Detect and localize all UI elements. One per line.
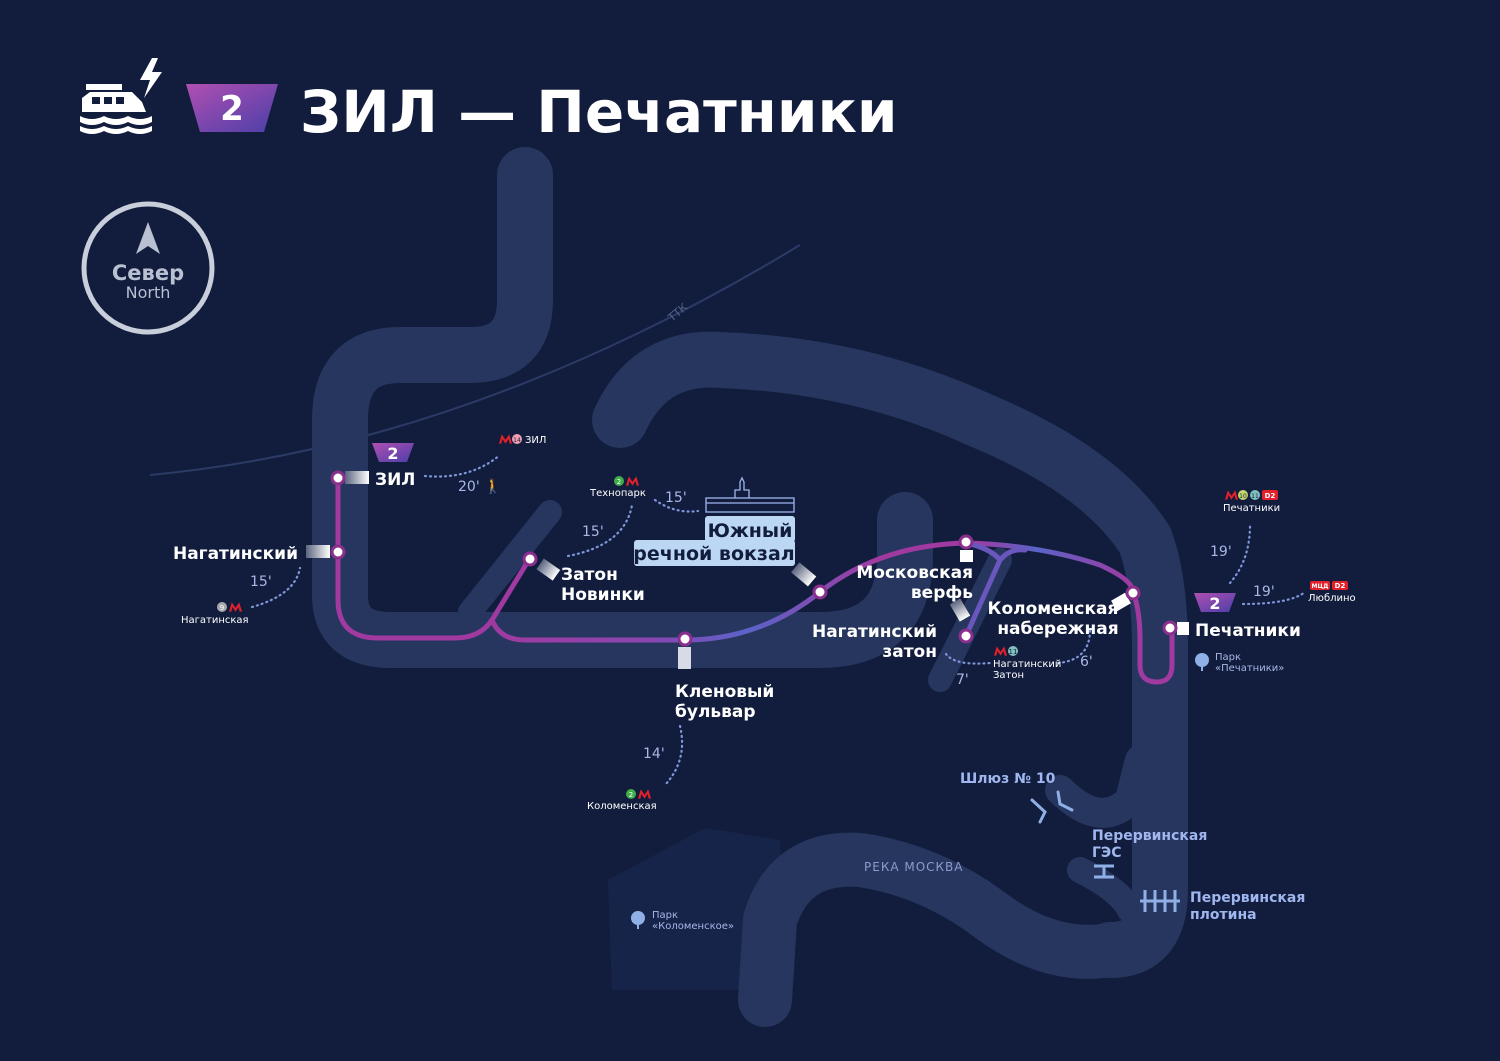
river-label: РЕКА МОСКВА: [864, 860, 964, 874]
mcd-d2-badge-lyublino: D2: [1335, 582, 1346, 590]
station-label-yuzhny-box: Южный речной вокзал: [633, 516, 795, 566]
route-badge-pechatniki: [1194, 593, 1236, 612]
walk-icon: 🚶: [484, 478, 501, 495]
park-kolomenskoe-label-1: Парк: [652, 910, 678, 921]
lock-icon: [1030, 790, 1074, 824]
walk-time-pechatniki-b: 19': [1253, 584, 1275, 600]
walk-paths: [250, 453, 1307, 787]
station-label-nagatinsky: Нагатинский: [173, 544, 298, 564]
station-marker-moskovskaya[interactable]: [958, 534, 974, 550]
transfer-lyublino-name: Люблино: [1308, 593, 1356, 604]
transfer-tekhnopark: 2 Технопарк 15' 15': [582, 476, 687, 540]
station-label-klenovy-1: Кленовый: [675, 682, 774, 702]
metro-line-14: 14: [513, 437, 521, 444]
station-marker-nagatinsky-zaton[interactable]: [958, 628, 974, 644]
station-label-yuzhny-1: Южный: [708, 520, 793, 542]
walk-time-klenovy: 14': [643, 746, 665, 762]
transfer-kolomenskaya: 2 Коломенская 14': [587, 746, 665, 812]
transfer-zil-name: ЗИЛ: [525, 435, 546, 446]
walk-time-nagatinsky-zaton: 7': [956, 672, 969, 688]
station-label-yuzhny-2: речной вокзал: [633, 543, 794, 565]
station-label-nagatinsky-zaton-2: затон: [882, 642, 937, 662]
transfer-zil: 14 ЗИЛ 20' 🚶: [458, 434, 546, 495]
metro-line-11-pechatniki: 11: [1251, 493, 1259, 500]
ttk-label: ТТК: [665, 301, 691, 325]
transfer-nagatinsky-zaton: 11 Нагатинский Затон 7' 6': [956, 646, 1093, 688]
station-label-zil: ЗИЛ: [375, 470, 415, 490]
walk-time-zil: 20': [458, 479, 480, 495]
station-label-nagatinsky-zaton-1: Нагатинский: [812, 622, 937, 642]
north-arrow-icon: [136, 222, 160, 254]
dam-label-1: Перервинская: [1190, 890, 1305, 906]
route-badge-zil-number: 2: [387, 444, 398, 463]
transfer-nagatinsky-zaton-name-2: Затон: [993, 670, 1024, 681]
metro-line-2-kolomenskaya: 2: [629, 791, 633, 799]
metro-line-11: 11: [1009, 648, 1018, 656]
station-markers: [330, 470, 1178, 647]
page-title: ЗИЛ — Печатники: [300, 78, 897, 146]
station-marker-zil[interactable]: [330, 470, 346, 486]
park-pechatniki-label-1: Парк: [1215, 652, 1241, 663]
metro-line-10: 10: [1239, 493, 1247, 500]
transfer-pechatniki: 10 11 D2 Печатники 19': [1210, 490, 1280, 560]
station-marker-klenovy[interactable]: [677, 631, 693, 647]
station-marker-pechatniki[interactable]: [1162, 620, 1178, 636]
dam-label-2: плотина: [1190, 907, 1257, 923]
transfer-pechatniki-name: Печатники: [1223, 503, 1280, 514]
transfer-nagatinskaya-name: Нагатинская: [181, 615, 249, 626]
station-marker-yuzhny[interactable]: [812, 584, 828, 600]
station-marker-nagatinsky[interactable]: [330, 544, 346, 560]
dam-icon: [1140, 890, 1180, 912]
station-marker-zaton-novinki[interactable]: [522, 551, 538, 567]
compass-label-en: North: [126, 283, 171, 302]
park-kolomenskoe-label-2: «Коломенское»: [652, 921, 734, 932]
mcd-badge: МЦД: [1312, 583, 1329, 590]
route-number-badge: [186, 84, 278, 132]
station-marker-kolomenskaya[interactable]: [1125, 585, 1141, 601]
park-pechatniki: Парк «Печатники»: [1195, 652, 1284, 674]
station-label-zaton-novinki-2: Новинки: [561, 585, 645, 605]
ttk-road: [149, 244, 801, 476]
walk-time-tekhnopark-a: 15': [665, 490, 687, 506]
transfer-nagatinsky-zaton-name-1: Нагатинский: [993, 659, 1061, 670]
ges-icon: [1094, 864, 1114, 879]
station-label-pechatniki: Печатники: [1195, 621, 1301, 641]
ges-label-1: Перервинская: [1092, 828, 1207, 844]
lock-label: Шлюз № 10: [960, 771, 1056, 787]
walk-time-pechatniki-a: 19': [1210, 544, 1232, 560]
route-number: 2: [220, 89, 244, 129]
river-terminal-building-icon: [705, 476, 795, 513]
piers: [306, 471, 1189, 669]
route-badge-pechatniki-number: 2: [1209, 594, 1220, 613]
walk-time-tekhnopark-b: 15': [582, 524, 604, 540]
transfer-lyublino: МЦД D2 Люблино 19': [1253, 581, 1356, 604]
transfer-tekhnopark-name: Технопарк: [589, 488, 646, 499]
transfer-nagatinskaya: 9 Нагатинская 15': [181, 574, 272, 626]
station-label-klenovy-2: бульвар: [675, 702, 756, 722]
ges-label-2: ГЭС: [1092, 845, 1121, 861]
mcd-d2-badge: D2: [1265, 492, 1276, 500]
park-pechatniki-label-2: «Печатники»: [1215, 663, 1284, 674]
station-label-zaton-novinki-1: Затон: [561, 565, 618, 585]
station-label-moskovskaya-2: верфь: [911, 583, 973, 603]
route-badge-zil: [372, 443, 414, 462]
transfer-kolomenskaya-name: Коломенская: [587, 801, 657, 812]
station-label-kolomenskaya-1: Коломенская: [988, 599, 1119, 619]
park-kolomenskoe: Парк «Коломенское»: [631, 910, 734, 932]
compass: Север North: [81, 201, 215, 335]
station-label-kolomenskaya-2: набережная: [997, 619, 1118, 639]
ferry-icon: [80, 58, 162, 134]
compass-label-ru: Север: [112, 261, 184, 285]
metro-line-2: 2: [617, 478, 621, 486]
metro-line-9: 9: [220, 604, 224, 612]
walk-time-kolomenskaya: 6': [1080, 654, 1093, 670]
tree-icon: [1195, 653, 1209, 667]
station-label-moskovskaya-1: Московская: [856, 563, 973, 583]
walk-time-nagatinsky: 15': [250, 574, 272, 590]
tree-icon: [631, 911, 645, 925]
